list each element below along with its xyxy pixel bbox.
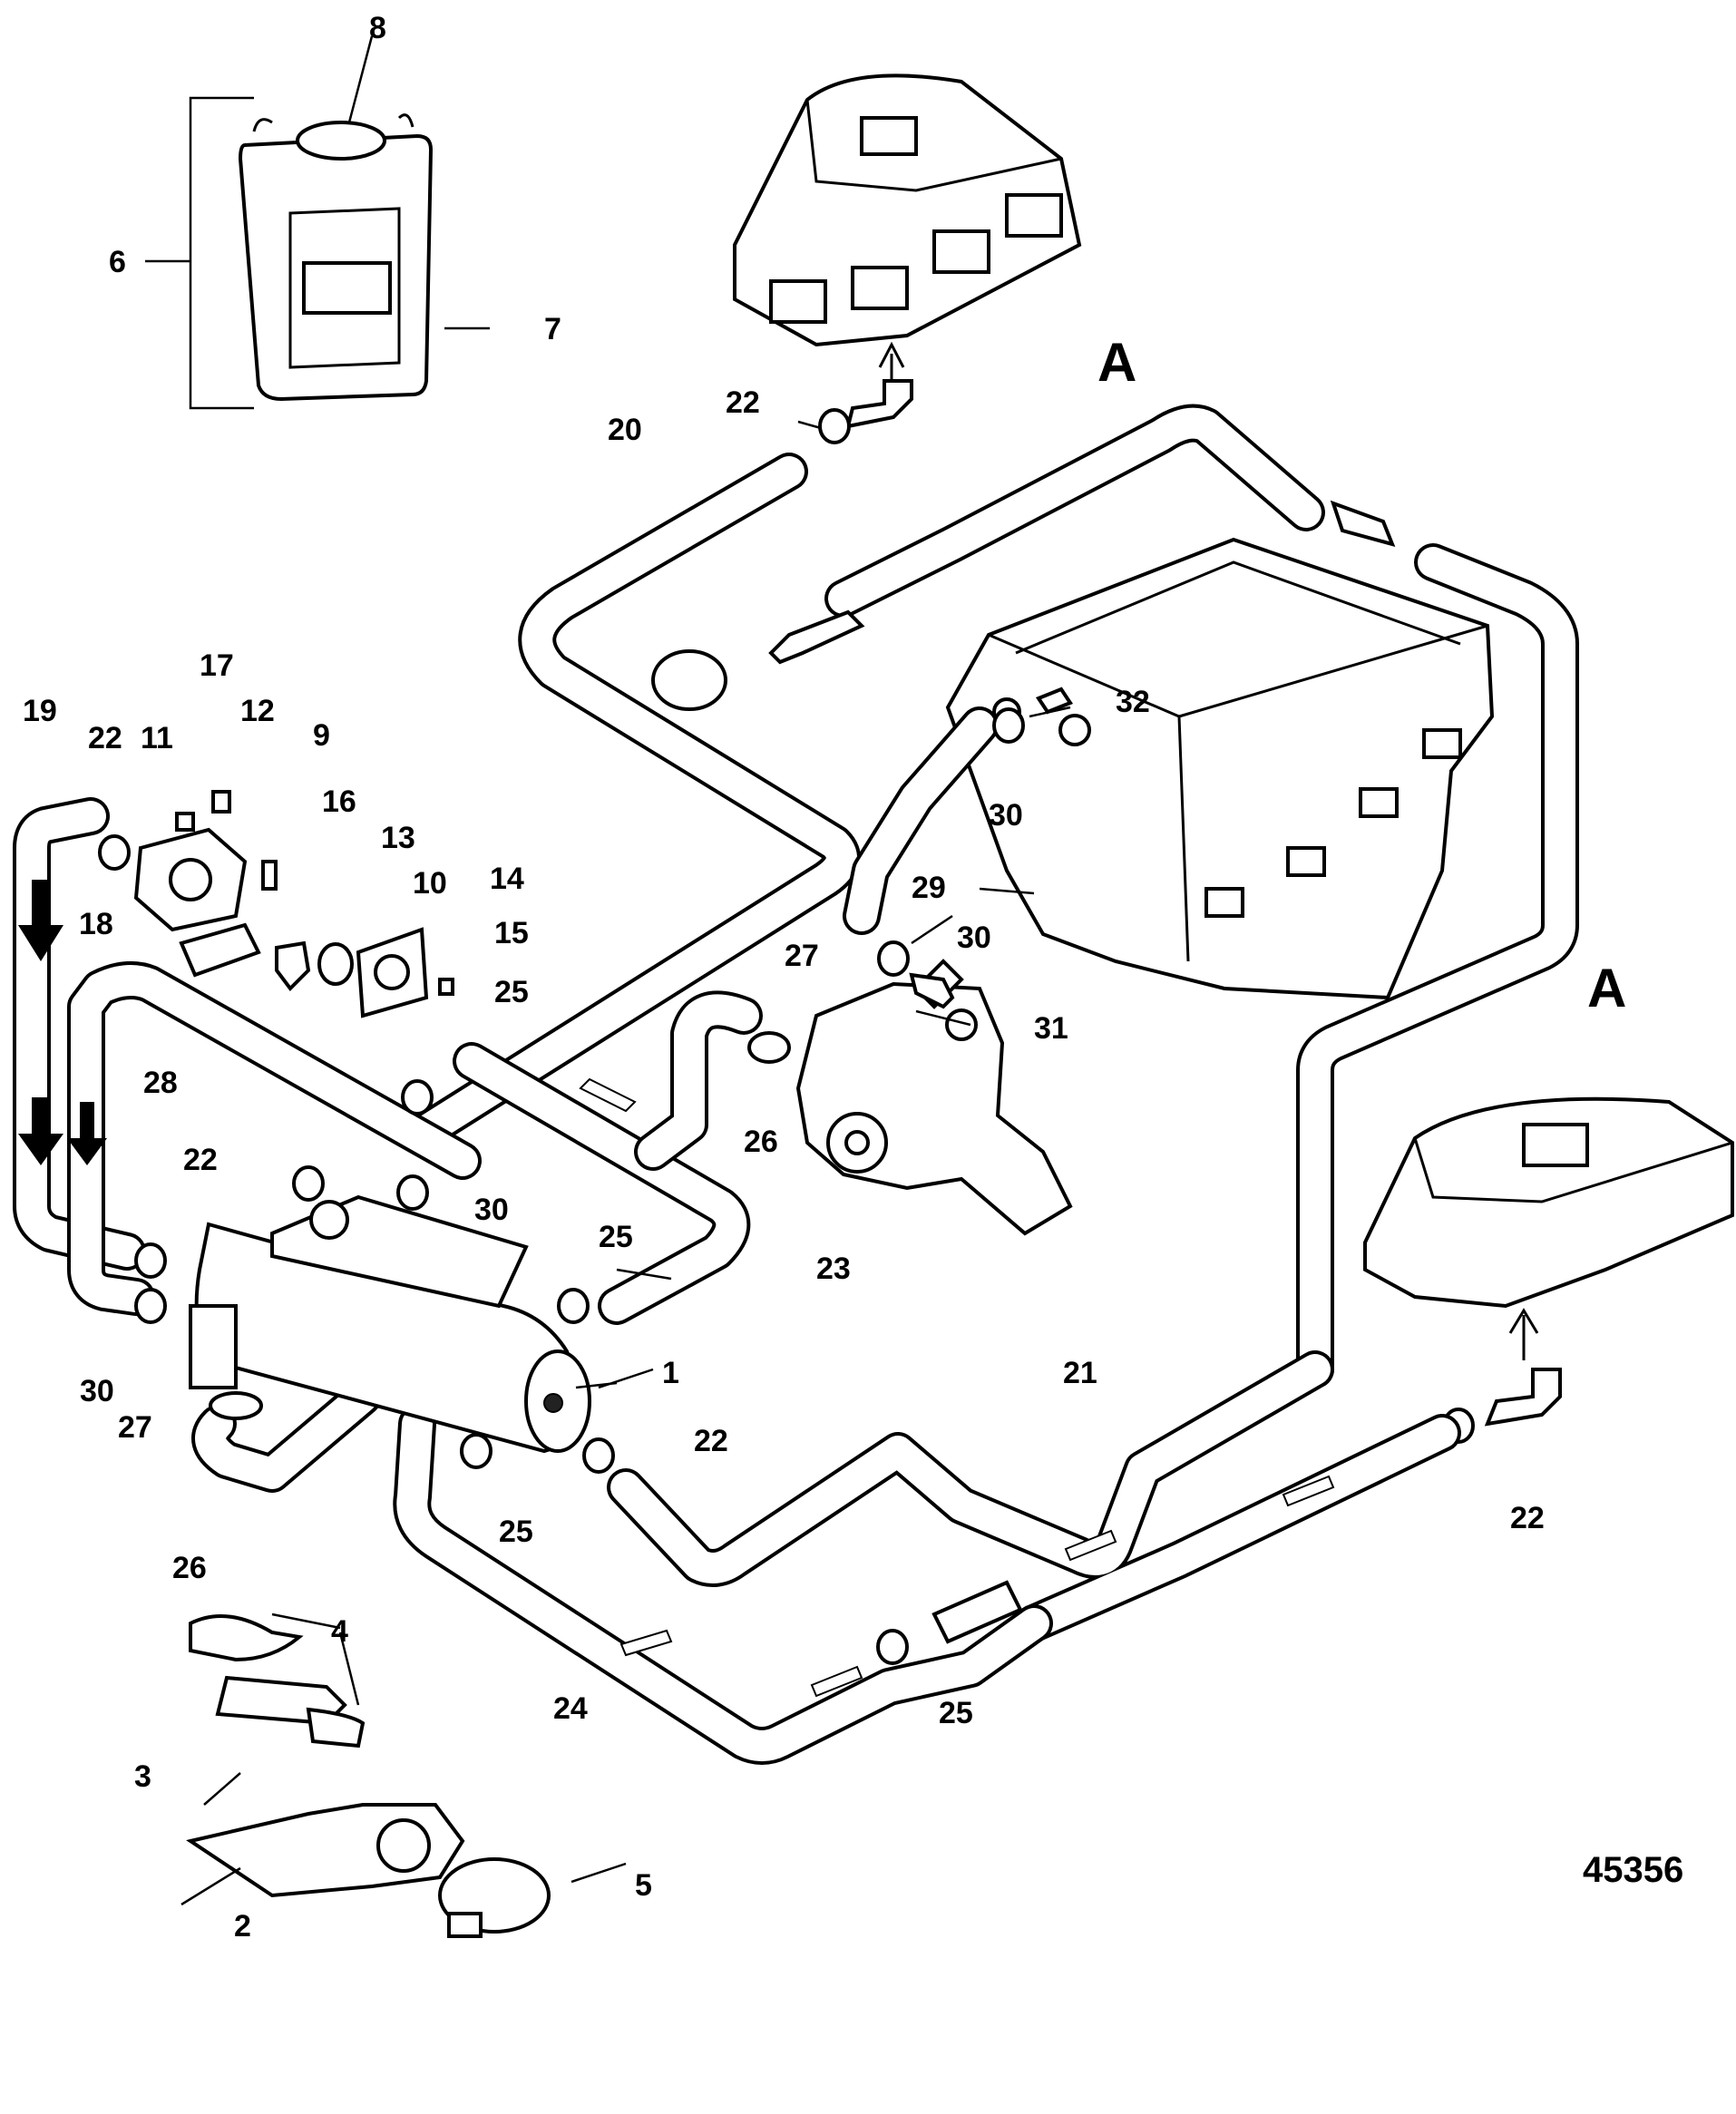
callout-17: 17 [200,648,234,683]
callout-8: 8 [369,11,386,45]
exhaust-manifold-upper [733,73,1082,399]
callout-3: 3 [134,1759,151,1794]
callout-22b: 22 [88,721,122,755]
callout-31: 31 [1034,1011,1068,1046]
callout-5: 5 [635,1868,652,1903]
elbow-fitting-upper [797,379,913,444]
water-pump [795,959,1073,1236]
callout-25c: 25 [499,1515,533,1549]
callout-labels: 8 6 7 22 20 A 32 17 12 9 19 22 11 16 13 … [23,11,1683,1944]
callout-16: 16 [322,784,356,819]
callout-24: 24 [553,1691,588,1726]
callout-11: 11 [141,721,173,755]
callout-29: 29 [912,871,946,905]
callout-23: 23 [816,1252,851,1286]
callout-12: 12 [240,694,275,728]
callout-30a: 30 [989,798,1023,833]
callout-25d: 25 [939,1696,973,1730]
exhaust-manifold-right [1363,1096,1734,1444]
flow-arrows [18,880,1335,1698]
callout-30d: 30 [80,1374,114,1408]
callout-13: 13 [381,821,415,855]
clamps [98,707,1025,1665]
callout-21: 21 [1063,1356,1097,1390]
section-a-bottom: A [1587,958,1626,1018]
engine-block [945,537,1495,1000]
callout-14: 14 [490,862,524,896]
thermostat-housing [133,790,454,1018]
callout-22c: 22 [183,1143,218,1177]
callout-19: 19 [23,694,57,728]
coupler-fitting [651,500,1396,1644]
callout-6: 6 [109,245,126,279]
callout-20: 20 [608,413,642,447]
callout-26a: 26 [744,1125,778,1159]
coolant-reservoir [145,35,490,410]
callout-22a: 22 [726,385,760,420]
callout-27b: 27 [118,1410,152,1445]
reference-number: 45356 [1583,1850,1683,1890]
callout-22e: 22 [1510,1501,1545,1535]
callout-22d: 22 [694,1424,728,1458]
callout-26b: 26 [172,1551,207,1585]
callout-1: 1 [662,1356,679,1390]
callout-28: 28 [143,1066,178,1100]
callout-10: 10 [413,866,447,901]
mounting-parts [186,1614,551,1938]
leader-lines [180,706,1071,1906]
callout-18: 18 [79,907,113,941]
callout-25a: 25 [494,975,529,1009]
fitting-31 [909,972,955,1009]
callout-4: 4 [331,1614,348,1649]
callout-2: 2 [234,1909,251,1944]
callout-15: 15 [494,916,529,950]
callout-7: 7 [544,312,561,346]
callout-9: 9 [313,718,330,753]
callout-27a: 27 [785,939,819,973]
callout-32: 32 [1116,685,1150,719]
section-a-top: A [1097,332,1136,393]
callout-25b: 25 [599,1220,633,1254]
callout-30c: 30 [474,1193,509,1227]
callout-30b: 30 [957,921,991,955]
heat-exchanger [189,1194,591,1454]
hoses [13,404,1579,1765]
